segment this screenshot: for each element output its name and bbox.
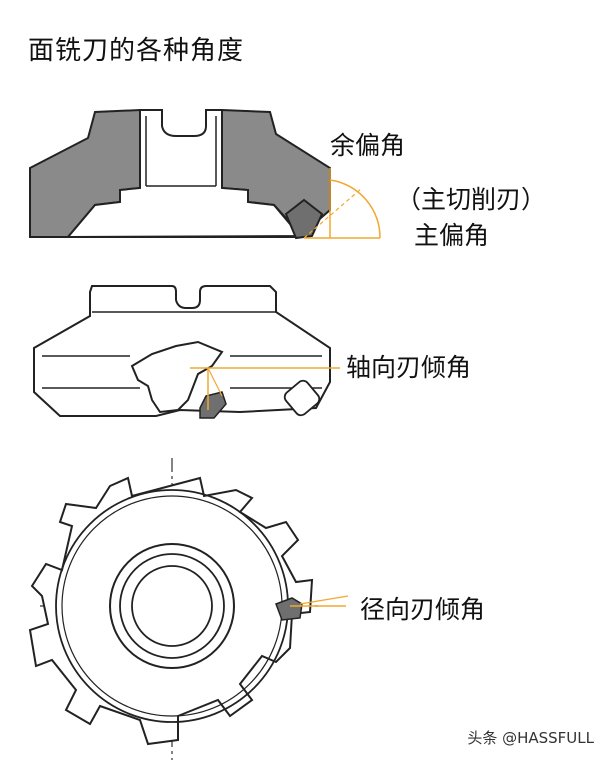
watermark: 头条 @HASSFULL [467, 729, 594, 747]
page-title: 面铣刀的各种角度 [28, 36, 245, 66]
label-main-cutting-edge: （主切削刃） [396, 185, 547, 214]
chip-pocket [130, 340, 224, 414]
insert-side [283, 379, 321, 417]
label-axial-rake: 轴向刃倾角 [346, 353, 472, 382]
label-radial-rake: 径向刃倾角 [360, 595, 486, 624]
insert-main [284, 198, 324, 240]
label-main-rake: 主偏角 [414, 221, 490, 250]
face-mill-side-section [29, 108, 381, 240]
face-mill-side-view [33, 285, 340, 419]
label-side-rake: 余偏角 [330, 131, 406, 160]
insert-radial [275, 597, 303, 621]
insert-axial [199, 391, 227, 419]
cutter-outline-top [28, 476, 314, 746]
face-mill-top-view [28, 458, 349, 760]
